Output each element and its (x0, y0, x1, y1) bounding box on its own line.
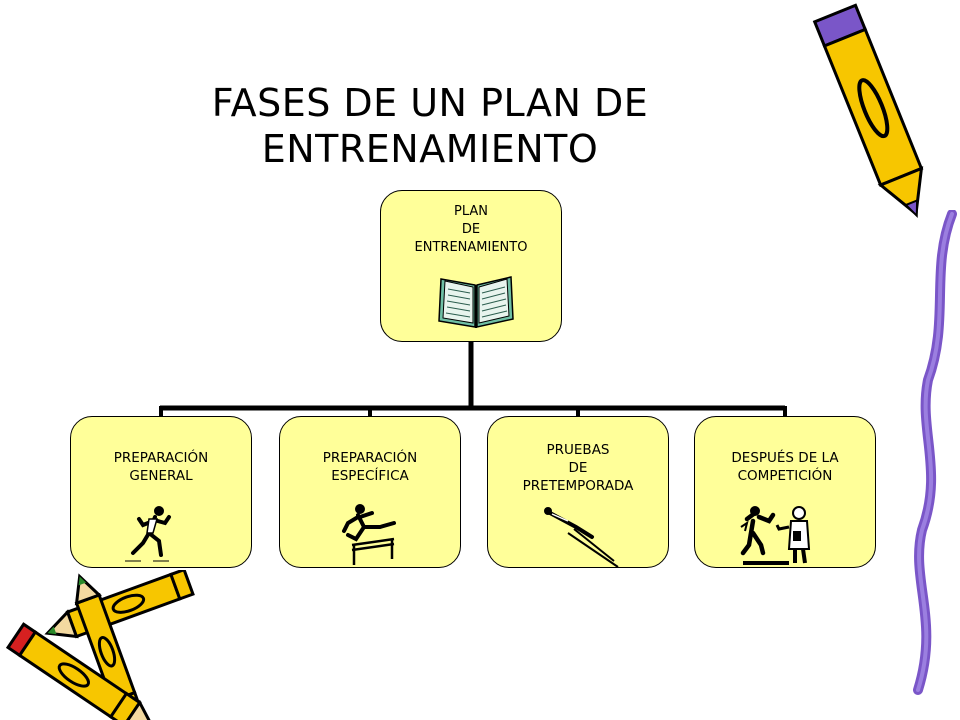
title-line-1: FASES DE UN PLAN DE (211, 81, 649, 125)
phase-node-pruebas-de-pretemporada: PRUEBAS DE PRETEMPORADA (487, 416, 669, 568)
open-book-icon (438, 276, 514, 328)
title-line-2: ENTRENAMIENTO (261, 127, 599, 171)
pencil-right-edge-icon (913, 210, 957, 695)
phase-node-despues-de-la-competicion: DESPUÉS DE LA COMPETICIÓN (694, 416, 876, 568)
phase-label: PRUEBAS DE PRETEMPORADA (522, 442, 634, 494)
slide-title: FASES DE UN PLAN DE ENTRENAMIENTO (150, 80, 710, 172)
runner-icon (125, 506, 171, 562)
root-label: PLAN DE ENTRENAMIENTO (414, 204, 528, 255)
phase-label: DESPUÉS DE LA COMPETICIÓN (731, 450, 839, 484)
athlete-and-doctor-icon (740, 506, 811, 565)
root-node: PLAN DE ENTRENAMIENTO (380, 190, 562, 342)
hurdler-icon (342, 504, 396, 565)
pencil-top-right-icon (812, 3, 924, 219)
ski-jumper-icon (544, 507, 619, 568)
phase-node-preparacion-general: PREPARACIÓN GENERAL (70, 416, 252, 568)
phase-label: PREPARACIÓN ESPECÍFICA (322, 450, 418, 484)
phase-label: PREPARACIÓN GENERAL (113, 450, 209, 484)
pencils-bottom-left-icon (5, 570, 195, 720)
phase-node-preparacion-especifica: PREPARACIÓN ESPECÍFICA (279, 416, 461, 568)
